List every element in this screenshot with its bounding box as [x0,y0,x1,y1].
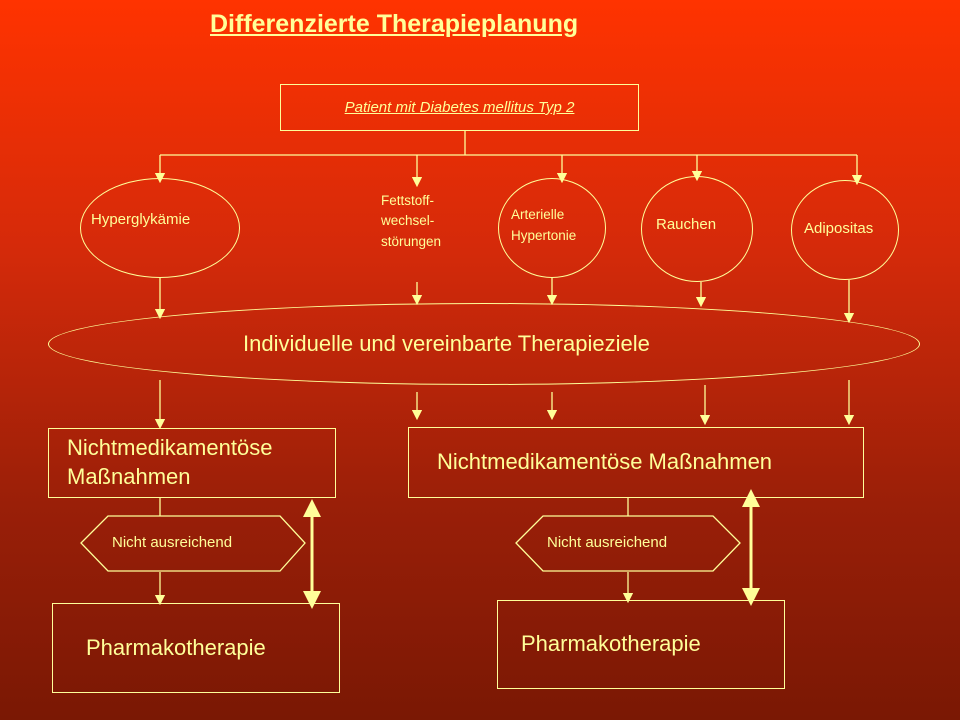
hyperglykaemie-label: Hyperglykämie [91,211,191,228]
page-title: Differenzierte Therapieplanung [210,10,579,38]
hyperglykaemie-oval [80,178,240,278]
hypertonie-line-2: Hypertonie [511,227,577,243]
fettstoff-line-1: Fettstoff- [381,193,435,208]
adipositas-oval [791,180,899,280]
right-pharma-label: Pharmakotherapie [521,631,701,657]
rauchen-oval [641,176,753,282]
goals-ellipse [48,303,920,385]
right-pharma-box: Pharmakotherapie [497,600,785,689]
goals-label: Individuelle und vereinbarte Therapiezie… [243,331,650,356]
adipositas-label: Adipositas [804,220,874,237]
left-pharma-box: Pharmakotherapie [52,603,340,693]
hypertonie-line-1: Arterielle [511,207,565,222]
left-measures-label: Nichtmedikamentöse Maßnahmen [49,434,272,491]
rauchen-label: Rauchen [656,216,717,233]
left-pharma-label: Pharmakotherapie [86,634,266,660]
right-hexagon [515,515,741,572]
left-insufficient-label: Nicht ausreichend [112,534,233,551]
left-measures-line-1: Nichtmedikamentöse [67,435,273,461]
right-measures-label: Nichtmedikamentöse Maßnahmen [437,449,773,475]
left-measures-box: Nichtmedikamentöse Maßnahmen [48,428,336,498]
hypertonie-oval [498,178,606,278]
fettstoff-line-2: wechsel- [381,213,435,229]
right-insufficient-label: Nicht ausreichend [547,534,668,551]
patient-box: Patient mit Diabetes mellitus Typ 2 [280,84,639,131]
left-measures-line-2: Maßnahmen [67,464,191,489]
patient-label: Patient mit Diabetes mellitus Typ 2 [344,99,575,116]
right-measures-box: Nichtmedikamentöse Maßnahmen [408,427,864,498]
hypertonie-label: Arterielle Hypertonie [511,205,576,247]
fettstoff-line-3: störungen [381,233,442,249]
fettstoff-label: Fettstoff- wechsel- störungen [381,191,441,252]
